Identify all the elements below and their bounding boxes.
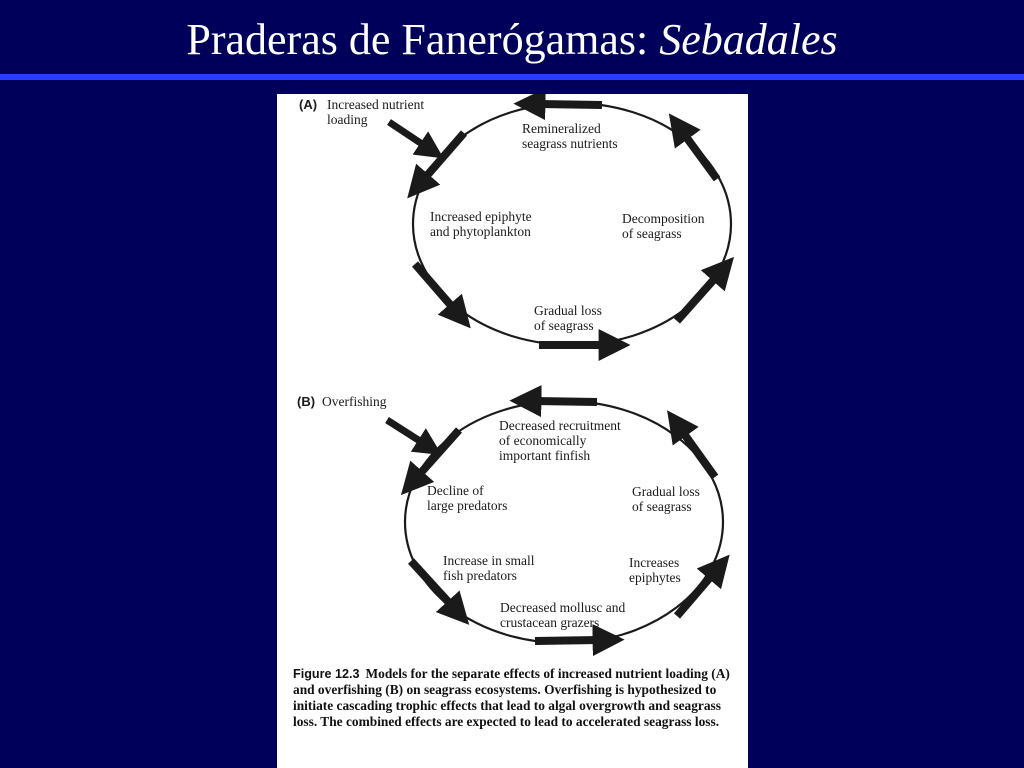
panel-a-node-left: Increased epiphyte and phytoplankton	[430, 209, 532, 239]
panel-a-node-bottom: Gradual loss of seagrass	[534, 303, 602, 333]
panel-b-node-top: Decreased recruitment of economically im…	[499, 418, 621, 463]
cycle-b-arrow	[667, 410, 719, 480]
cycle-diagram	[385, 94, 735, 657]
panel-a-driver: Increased nutrient loading	[327, 97, 425, 127]
cycle-a-arrow	[513, 94, 603, 121]
cycle-b-arrow	[534, 624, 625, 657]
cycle-a-arrow	[407, 130, 468, 199]
cycle-a-arrow	[668, 113, 721, 182]
panel-b-tag: (B)	[297, 394, 316, 409]
cycle-b-arrow	[509, 385, 598, 418]
cycle-a-arrow	[674, 256, 735, 324]
driver-b-arrow	[385, 417, 442, 456]
panel-a-node-top: Remineralized seagrass nutrients	[522, 121, 618, 151]
panel-b-node-right-upper: Gradual loss of seagrass	[632, 484, 700, 514]
panel-b-node-right-lower: Increases epiphytes	[629, 555, 681, 585]
figure-caption-label: Figure 12.3	[293, 667, 360, 681]
title-divider	[0, 74, 1024, 80]
figure-caption-text: Models for the separate effects of incre…	[293, 666, 730, 729]
cycle-a-arrow	[411, 261, 471, 329]
cycle-b-arrow	[400, 427, 462, 496]
slide-title-main: Praderas de Fanerógamas:	[186, 15, 649, 64]
panel-b-node-bottom: Decreased mollusc and crustacean grazers	[500, 600, 626, 630]
panel-b-driver: Overfishing	[322, 394, 387, 409]
cycle-b-arrow	[673, 554, 730, 619]
driver-a-arrow	[387, 119, 444, 159]
slide-title-italic: Sebadales	[659, 15, 838, 64]
cycle-b-arrow	[408, 558, 470, 625]
panel-a-tag: (A)	[299, 97, 318, 112]
panel-b-node-left-upper: Decline of large predators	[427, 483, 508, 513]
figure-image: (A) Increased nutrient loading Remineral…	[277, 94, 748, 768]
slide-title: Praderas de Fanerógamas: Sebadales	[0, 8, 1024, 72]
panel-b-node-left-lower: Increase in small fish predators	[443, 553, 535, 583]
panel-a-node-right: Decomposition of seagrass	[622, 211, 705, 241]
